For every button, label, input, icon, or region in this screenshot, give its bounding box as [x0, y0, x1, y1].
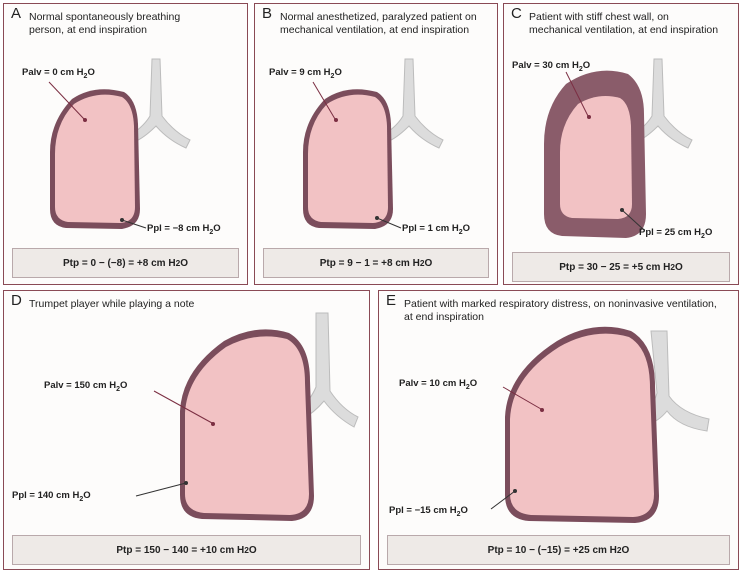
- panel-c: C Patient with stiff chest wall, on mech…: [503, 3, 739, 285]
- panel-e: E Patient with marked respiratory distre…: [378, 290, 739, 570]
- panel-d-letter: D: [11, 292, 22, 309]
- panel-a-caption: Normal spontaneously breathing person, a…: [29, 11, 181, 36]
- panel-b-trachea: [384, 58, 444, 149]
- panel-e-caption: Patient with marked respiratory distress…: [404, 298, 717, 323]
- panel-a-lung-illustration: [48, 58, 191, 229]
- panel-d-caption: Trumpet player while playing a note: [29, 298, 195, 310]
- panel-b-ppl-label: Ppl = 1 cm H2O: [402, 223, 471, 236]
- panel-b-palv-label: Palv = 9 cm H2O: [269, 67, 342, 80]
- panel-d-ppl-label: Ppl = 140 cm H2O: [12, 490, 91, 503]
- panel-a: A Normal spontaneously breathing person,…: [3, 3, 248, 285]
- panel-c-letter: C: [511, 5, 522, 22]
- panel-a-letter: A: [11, 5, 22, 22]
- panel-b-lung: [308, 94, 388, 224]
- panel-d-palv-label: Palv = 150 cm H2O: [44, 380, 128, 393]
- panel-b-lung-illustration: [303, 58, 444, 229]
- panel-a-lung: [55, 94, 135, 224]
- panel-c-caption: Patient with stiff chest wall, on mechan…: [529, 11, 719, 36]
- panel-b-caption: Normal anesthetized, paralyzed patient o…: [280, 11, 477, 36]
- panel-b: B Normal anesthetized, paralyzed patient…: [254, 3, 498, 285]
- panel-a-ppl-label: Ppl = −8 cm H2O: [147, 223, 221, 236]
- panel-e-palv-label: Palv = 10 cm H2O: [399, 378, 478, 391]
- panel-a-palv-label: Palv = 0 cm H2O: [22, 67, 95, 80]
- panel-d-lung: [185, 336, 309, 515]
- panel-c-lung-illustration: [544, 58, 693, 239]
- panel-c-palv-label: Palv = 30 cm H2O: [512, 60, 591, 73]
- panel-e-lung-illustration: [490, 326, 710, 523]
- panel-e-letter: E: [386, 292, 397, 309]
- panel-d: D Trumpet player while playing a note Pa…: [3, 290, 370, 570]
- panel-c-ppl-label: Ppl = 25 cm H2O: [639, 227, 713, 240]
- panel-d-lung-illustration: [135, 312, 359, 521]
- panel-b-letter: B: [262, 5, 273, 22]
- panel-a-trachea: [131, 58, 191, 149]
- panel-e-lung: [510, 333, 654, 517]
- panel-c-lung: [560, 96, 632, 219]
- panel-e-ppl-label: Ppl = −15 cm H2O: [389, 505, 468, 518]
